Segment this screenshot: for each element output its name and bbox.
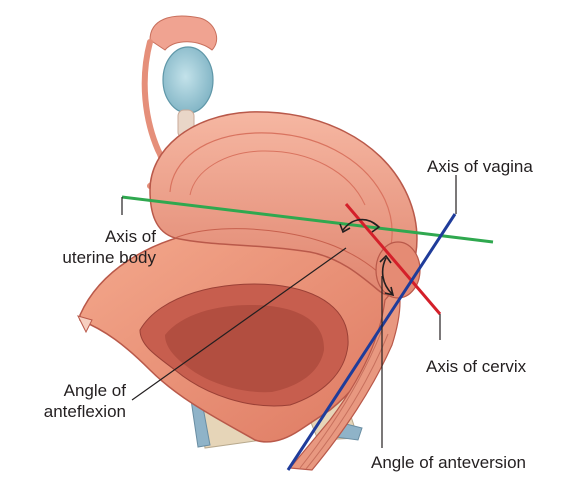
angle-of-anteversion-label: Angle of anteversion: [371, 452, 526, 473]
axis-of-cervix-label: Axis of cervix: [426, 356, 526, 377]
angle-of-anteflexion-label: Angle of anteflexion: [20, 380, 126, 422]
axis-of-vagina-label: Axis of vagina: [427, 156, 533, 177]
axis-of-uterine-body-label: Axis of uterine body: [40, 226, 156, 268]
